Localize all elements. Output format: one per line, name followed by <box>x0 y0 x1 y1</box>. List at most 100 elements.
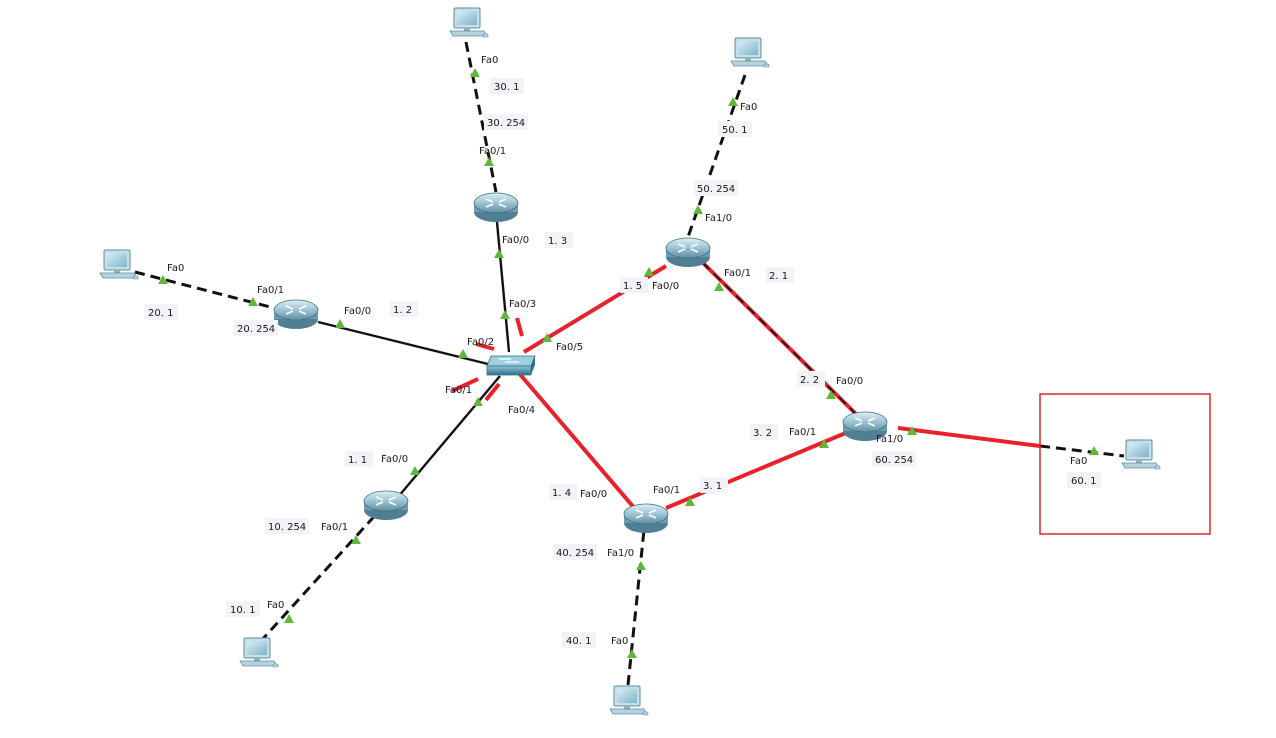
port-label-r50-fa10: Fa1/0 <box>705 213 732 224</box>
switch-activity-mark <box>475 342 495 351</box>
port-label-pc40-fa0: Fa0 <box>611 636 628 647</box>
router-r40-icon[interactable] <box>623 503 669 534</box>
addr-r40-p2p: 3. 1 <box>700 477 728 493</box>
port-label-r60-fa00: Fa0/0 <box>836 376 863 387</box>
addr-r20-wan-text: 1. 2 <box>393 305 412 316</box>
link-r20-switch[interactable] <box>317 320 493 367</box>
router-r30-icon[interactable] <box>473 192 519 223</box>
addr-pc40-text: 40. 1 <box>566 636 591 647</box>
link-pc50-r50[interactable] <box>686 74 747 238</box>
addr-r20-lan-text: 20. 254 <box>237 324 275 335</box>
pc-40-icon[interactable] <box>609 685 649 716</box>
port-light <box>484 157 494 166</box>
port-light <box>473 397 483 406</box>
addr-r40-lan: 40. 254 <box>553 544 597 560</box>
link-r60-pc60-red[interactable] <box>897 426 1041 448</box>
port-light <box>500 310 510 319</box>
router-r20-icon[interactable] <box>273 299 319 330</box>
addr-r60-lan-text: 60. 254 <box>875 455 913 466</box>
link-pc30-r30[interactable] <box>464 41 498 193</box>
switch-core-icon[interactable] <box>486 355 536 376</box>
address-labels-layer: 30. 1 30. 254 1. 3 20. 1 20. 254 1. 2 50… <box>144 78 1101 648</box>
port-label-pc50-fa0: Fa0 <box>740 102 757 113</box>
addr-r50-wan: 1. 5 <box>620 277 648 293</box>
port-light <box>693 205 703 214</box>
port-label-r40-fa10: Fa1/0 <box>607 548 634 559</box>
addr-pc10-text: 10. 1 <box>230 605 255 616</box>
port-light <box>826 390 836 399</box>
addr-r10-wan-text: 1. 1 <box>348 455 367 466</box>
addr-pc30: 30. 1 <box>490 78 524 94</box>
addr-r20-lan: 20. 254 <box>234 320 278 336</box>
addr-r60-p2p-b: 3. 2 <box>750 424 778 440</box>
port-label-sw-fa03: Fa0/3 <box>509 299 536 310</box>
link-r60-pc60[interactable] <box>1039 444 1125 458</box>
port-light <box>470 68 480 77</box>
port-lights-layer <box>158 68 1099 658</box>
addr-r60-lan: 60. 254 <box>872 451 916 467</box>
pc-60-icon[interactable] <box>1121 439 1161 470</box>
addr-r50-lan: 50. 254 <box>694 180 738 196</box>
pc-50-icon[interactable] <box>730 37 770 68</box>
addr-pc20-text: 20. 1 <box>148 308 173 319</box>
link-r30-switch[interactable] <box>495 221 511 353</box>
port-label-r60-fa01: Fa0/1 <box>789 427 816 438</box>
port-light <box>636 561 646 570</box>
port-label-pc60-fa0: Fa0 <box>1070 456 1087 467</box>
port-label-r30-fa00: Fa0/0 <box>502 235 529 246</box>
addr-r50-wan-text: 1. 5 <box>623 281 642 292</box>
addr-r30-wan-text: 1. 3 <box>548 236 567 247</box>
port-label-r20-fa01: Fa0/1 <box>257 285 284 296</box>
link-pc40-r40[interactable] <box>626 529 646 686</box>
addr-pc60: 60. 1 <box>1067 472 1101 488</box>
link-pc10-r10[interactable] <box>258 508 382 644</box>
port-light <box>714 282 724 291</box>
addr-r30-lan: 30. 254 <box>484 114 528 130</box>
port-label-sw-fa04: Fa0/4 <box>508 405 535 416</box>
addr-r40-p2p-text: 3. 1 <box>703 481 722 492</box>
link-r50-r60-dash <box>701 261 859 417</box>
port-light <box>728 97 738 106</box>
addr-pc10: 10. 1 <box>226 601 260 617</box>
addr-r30-lan-text: 30. 254 <box>487 118 525 129</box>
port-label-pc30-fa0: Fa0 <box>481 55 498 66</box>
addr-pc30-text: 30. 1 <box>494 82 519 93</box>
router-r50-icon[interactable] <box>665 237 711 268</box>
addr-r20-wan: 1. 2 <box>390 301 418 317</box>
pc-30-icon[interactable] <box>449 7 489 38</box>
port-light <box>819 439 829 448</box>
link-switch-r40[interactable] <box>516 370 638 512</box>
port-label-sw-fa05: Fa0/5 <box>556 342 583 353</box>
port-label-r40-fa01: Fa0/1 <box>653 485 680 496</box>
port-label-r10-fa01: Fa0/1 <box>321 522 348 533</box>
addr-r40-lan-text: 40. 254 <box>556 548 594 559</box>
port-label-pc20-fa0: Fa0 <box>167 263 184 274</box>
highlight-box <box>1039 393 1211 535</box>
port-light <box>351 535 361 544</box>
addr-r60-p2p-a: 2. 2 <box>797 371 825 387</box>
port-light <box>1089 446 1099 455</box>
link-r40-r60[interactable] <box>665 430 849 510</box>
link-r10-switch[interactable] <box>397 375 501 498</box>
port-light <box>335 319 345 328</box>
pc-10-icon[interactable] <box>239 637 279 668</box>
addr-r50-p2p: 2. 1 <box>766 267 794 283</box>
router-r10-icon[interactable] <box>363 490 409 521</box>
port-label-sw-fa02: Fa0/2 <box>467 337 494 348</box>
port-light <box>542 333 552 342</box>
addr-r50-p2p-text: 2. 1 <box>769 271 788 282</box>
port-light <box>644 267 654 276</box>
addr-pc50-text: 50. 1 <box>722 125 747 136</box>
port-light <box>284 614 294 623</box>
port-label-r50-fa01: Fa0/1 <box>724 268 751 279</box>
addr-pc60-text: 60. 1 <box>1071 476 1096 487</box>
addr-r10-lan: 10. 254 <box>265 518 309 534</box>
addr-pc40: 40. 1 <box>562 632 596 648</box>
pc-20-icon[interactable] <box>99 249 139 280</box>
addr-pc20: 20. 1 <box>144 304 178 320</box>
addr-r10-wan: 1. 1 <box>345 451 373 467</box>
port-light <box>410 466 420 475</box>
port-labels-layer: Fa0 Fa0/1 Fa0/0 Fa0/3 Fa0/2 Fa0/5 Fa0/1 … <box>167 55 1087 647</box>
port-light <box>458 349 468 358</box>
addr-r10-lan-text: 10. 254 <box>268 522 306 533</box>
